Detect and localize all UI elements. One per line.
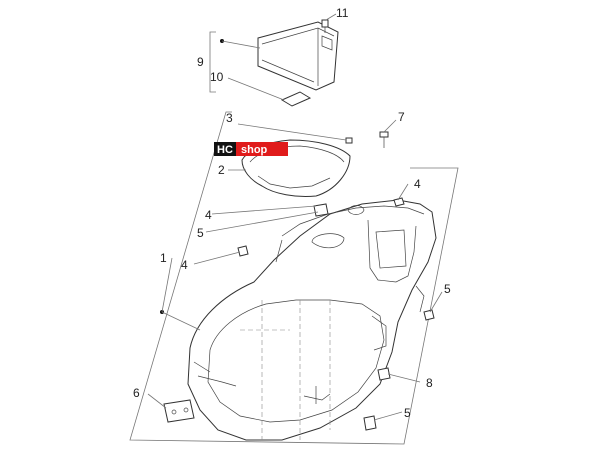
callout-5-bottom: 5: [404, 406, 411, 420]
part-clip-5-right: [423, 309, 435, 321]
part-helmet-compartment: [187, 199, 437, 441]
callout-11: 11: [336, 6, 349, 20]
part-pad-10: [280, 91, 312, 107]
part-clip-4-lower: [237, 245, 249, 257]
part-lid-cover: [257, 21, 339, 91]
callout-4-right: 4: [414, 177, 421, 191]
logo-shop-background: [236, 142, 288, 156]
leader-lines: [147, 13, 443, 421]
part-clip-4-upper: [393, 197, 405, 207]
callout-7: 7: [398, 110, 405, 124]
callout-10: 10: [210, 70, 224, 84]
callout-4-left: 4: [181, 258, 188, 272]
part-screw-3: [345, 137, 353, 144]
callout-4-middle: 4: [205, 208, 212, 222]
callout-9: 9: [197, 55, 204, 69]
logo-hc-background: [214, 142, 236, 156]
callout-5-middle: 5: [197, 226, 204, 240]
callout-1: 1: [160, 251, 167, 265]
part-clip-5-bottom: [363, 415, 377, 431]
callout-6: 6: [133, 386, 140, 400]
part-clip-4-middle: [313, 203, 329, 217]
callout-5-right: 5: [444, 282, 451, 296]
callout-3: 3: [226, 111, 233, 125]
callout-labels: 11 9 10 3 7 2 4 4 5 1 4 5 8 6 5: [133, 6, 451, 420]
logo-shop-text: shop: [241, 144, 268, 156]
hc-shop-logo: HC shop: [214, 142, 288, 156]
group-bracket-1: [129, 111, 459, 445]
part-plate-6: [163, 399, 195, 423]
part-fastener-8: [377, 367, 391, 381]
callout-8: 8: [426, 376, 433, 390]
logo-hc-text: HC: [217, 144, 233, 156]
group-bracket-9: [209, 31, 216, 93]
part-screw-7: [379, 131, 389, 148]
callout-2: 2: [218, 163, 225, 177]
